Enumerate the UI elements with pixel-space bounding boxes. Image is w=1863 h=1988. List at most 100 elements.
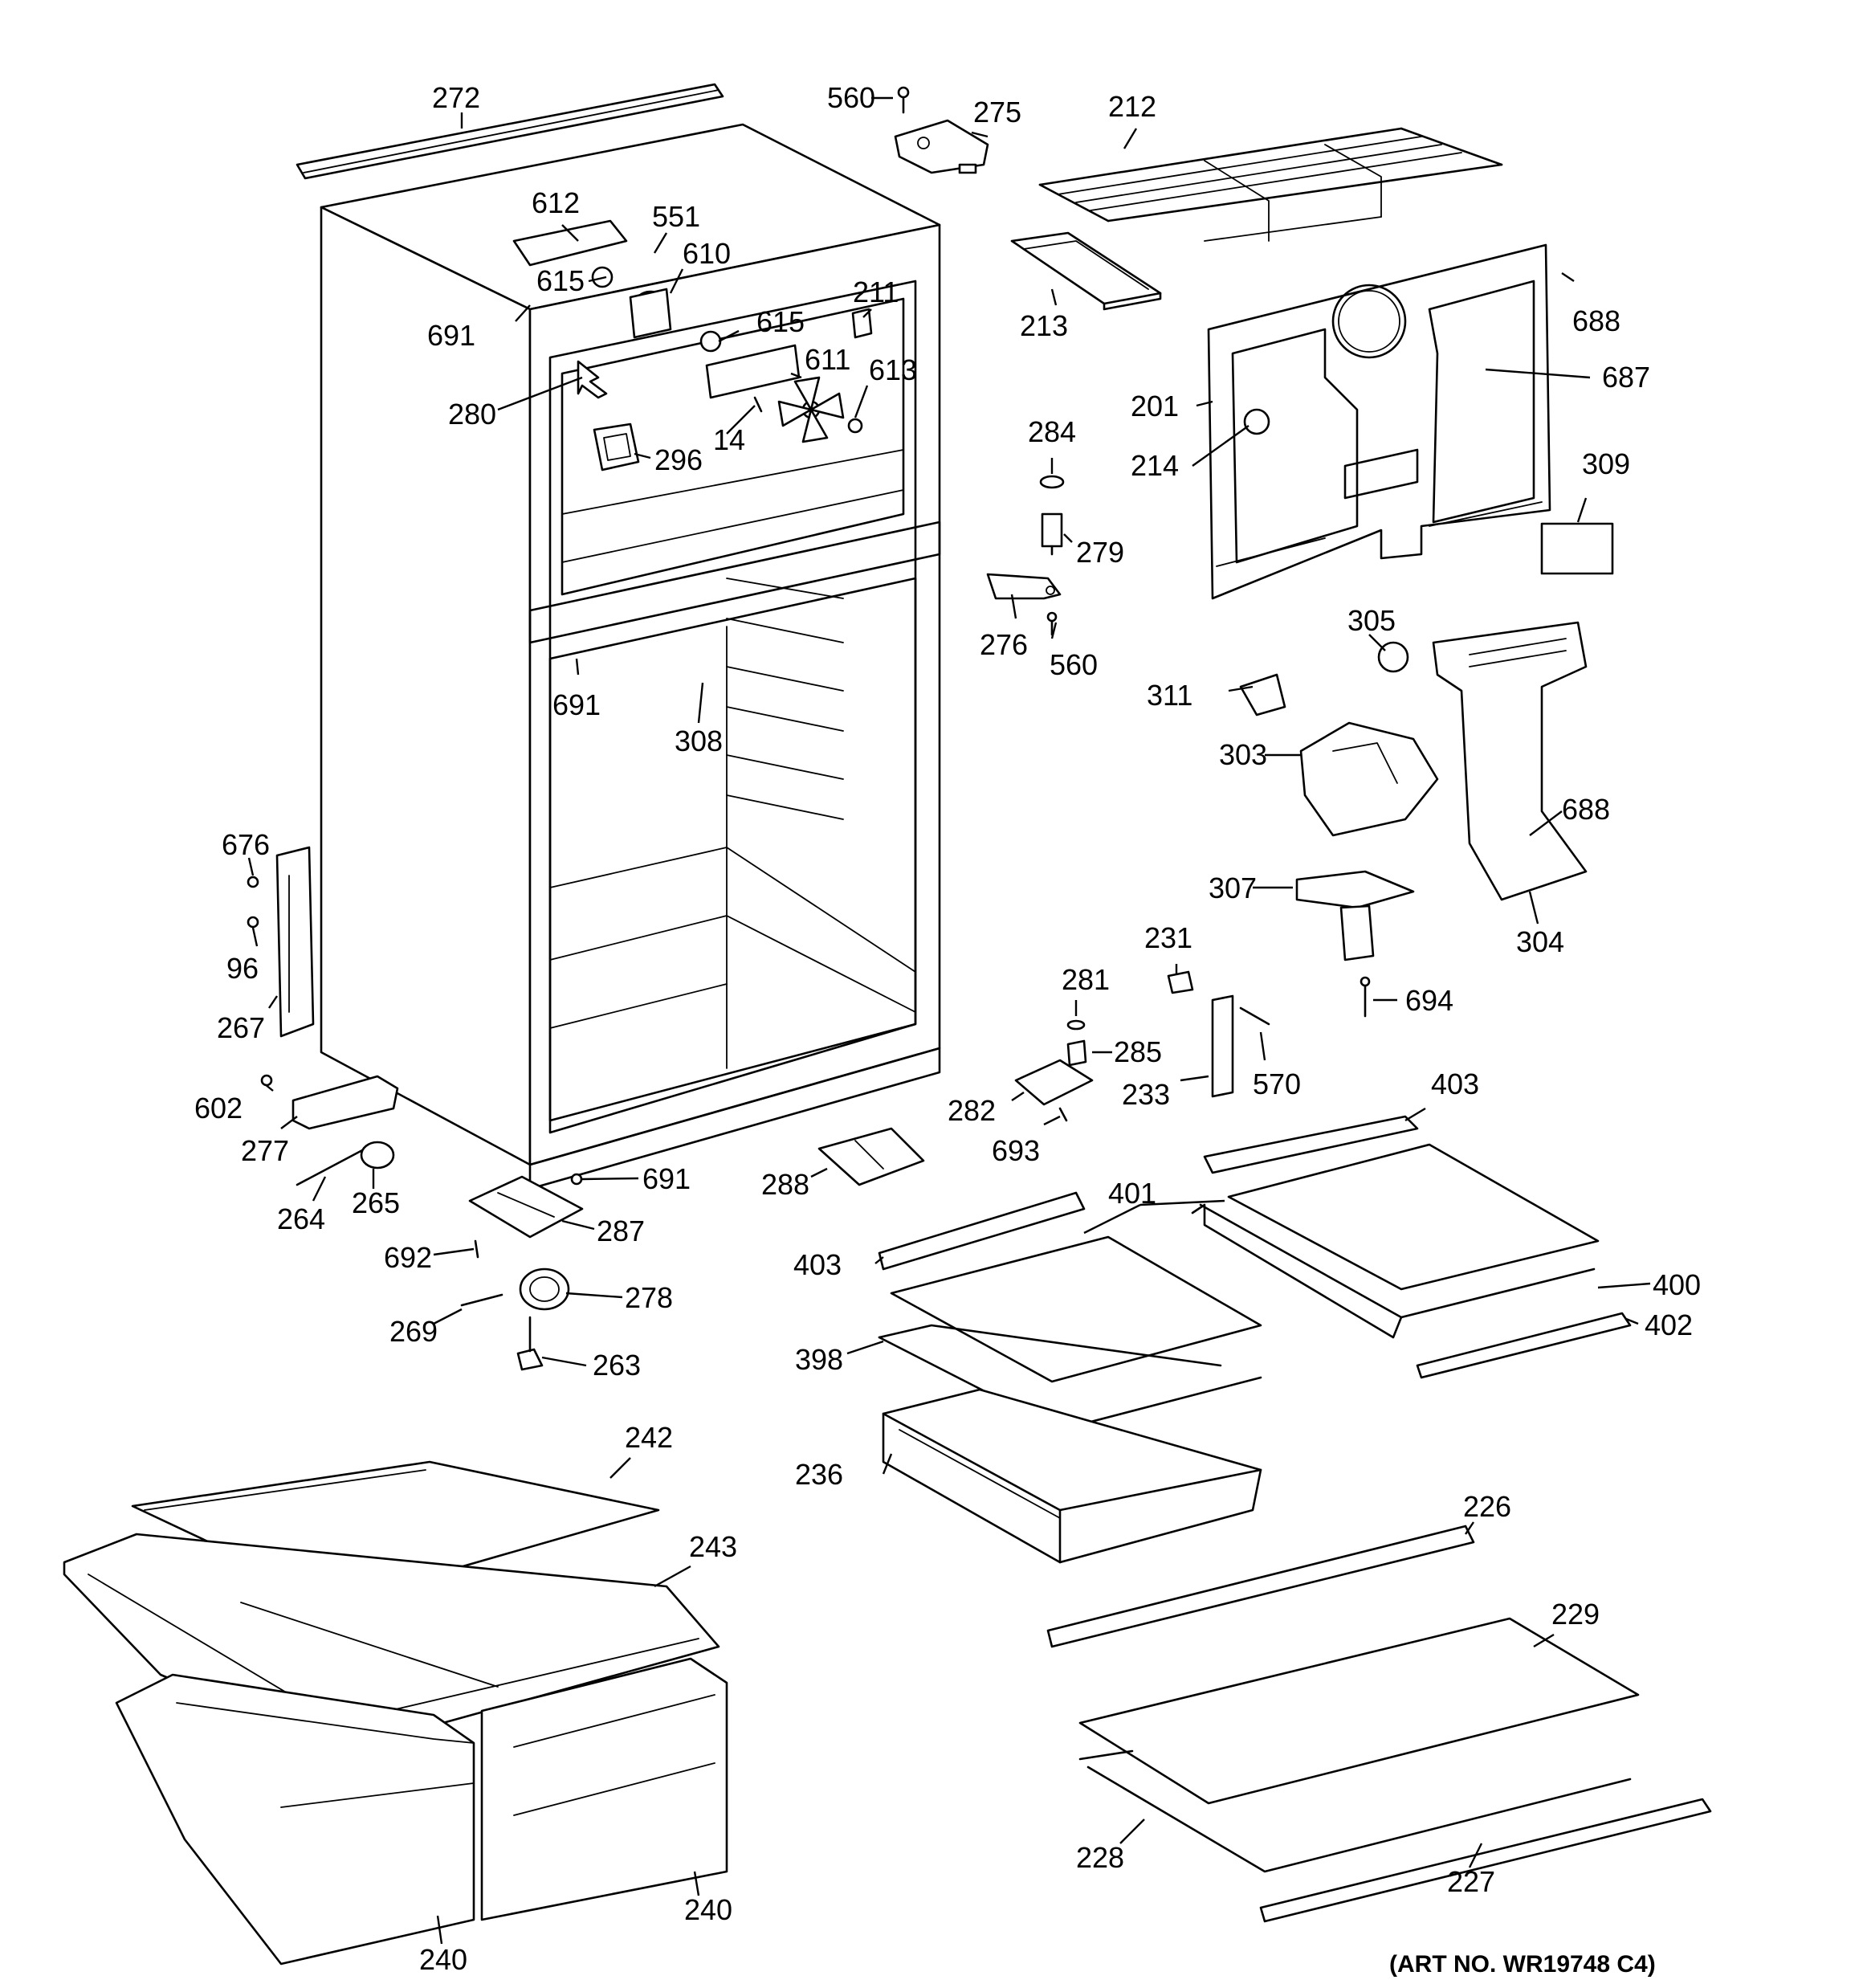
- label-688a: 688: [1572, 304, 1620, 337]
- part-309-label: [1540, 522, 1614, 575]
- label-277: 277: [241, 1134, 289, 1167]
- part-240-bin-left: [115, 1673, 475, 1966]
- part-213-ice-tray: [1010, 231, 1162, 311]
- label-570: 570: [1253, 1067, 1301, 1100]
- label-263: 263: [593, 1349, 641, 1382]
- label-96: 96: [226, 952, 259, 985]
- label-226: 226: [1463, 1490, 1511, 1523]
- label-233: 233: [1122, 1078, 1170, 1111]
- label-280: 280: [448, 398, 496, 431]
- label-691c: 691: [642, 1162, 691, 1195]
- label-229: 229: [1551, 1598, 1600, 1631]
- label-240a: 240: [684, 1893, 732, 1926]
- label-214: 214: [1131, 449, 1179, 482]
- part-400-shelf: [1191, 1143, 1600, 1339]
- label-694: 694: [1405, 984, 1453, 1017]
- label-281: 281: [1062, 963, 1110, 996]
- part-264-265: [296, 1141, 395, 1186]
- label-236: 236: [795, 1458, 843, 1491]
- part-307: [1295, 870, 1415, 961]
- label-288: 288: [761, 1168, 809, 1201]
- label-267: 267: [217, 1011, 265, 1044]
- label-272: 272: [432, 81, 480, 114]
- cabinet: [320, 123, 941, 1190]
- part-272-top-trim: [296, 83, 724, 180]
- bottom-hardware: [460, 1173, 584, 1371]
- label-691b: 691: [552, 688, 601, 721]
- part-267-side-trim: [247, 846, 315, 1038]
- label-613: 613: [869, 353, 917, 386]
- label-311: 311: [1147, 679, 1192, 712]
- part-229-glass-shelf: [1078, 1617, 1640, 1805]
- label-228: 228: [1076, 1841, 1124, 1874]
- label-560a: 560: [827, 81, 875, 114]
- label-211: 211: [853, 276, 899, 308]
- label-551: 551: [652, 200, 700, 233]
- label-265: 265: [352, 1186, 400, 1219]
- label-403b: 403: [793, 1248, 842, 1281]
- part-304-air-duct: [1432, 621, 1588, 901]
- part-201-rear-panel: [1207, 243, 1551, 600]
- label-615b: 615: [756, 305, 805, 338]
- label-242: 242: [625, 1421, 673, 1454]
- part-236-crisper: [882, 1388, 1262, 1564]
- part-403-front-trim-b: [878, 1191, 1086, 1271]
- label-279: 279: [1076, 536, 1124, 569]
- fan-blade-icon: [777, 376, 845, 443]
- misc-fittings: [1014, 970, 1371, 1122]
- art-number: (ART NO. WR19748 C4): [1389, 1951, 1656, 1978]
- label-403a: 403: [1431, 1067, 1479, 1100]
- label-285: 285: [1114, 1035, 1162, 1068]
- label-303: 303: [1219, 738, 1267, 771]
- label-676: 676: [222, 828, 270, 861]
- part-276-bracket: [986, 573, 1062, 636]
- label-213: 213: [1020, 309, 1068, 342]
- label-615a: 615: [536, 264, 585, 297]
- label-227: 227: [1447, 1865, 1495, 1898]
- label-269: 269: [389, 1315, 438, 1348]
- label-282: 282: [948, 1094, 996, 1127]
- label-276: 276: [980, 628, 1028, 661]
- part-398-shelf: [878, 1235, 1262, 1431]
- part-275-hinge: [894, 86, 989, 174]
- label-305: 305: [1347, 604, 1396, 637]
- leader-lines: [247, 96, 1651, 1945]
- label-691a: 691: [427, 319, 475, 352]
- part-240-bin-right: [480, 1657, 728, 1921]
- label-201: 201: [1131, 390, 1179, 423]
- label-284: 284: [1028, 415, 1076, 448]
- label-240b: 240: [419, 1943, 467, 1976]
- label-264: 264: [277, 1202, 325, 1235]
- part-212-wire-shelf: [1038, 127, 1503, 242]
- label-693: 693: [992, 1134, 1040, 1167]
- label-602: 602: [194, 1092, 243, 1125]
- label-278: 278: [625, 1281, 673, 1314]
- label-296: 296: [654, 443, 703, 476]
- part-228-shelf-frame: [1078, 1749, 1632, 1873]
- part-227-rear-trim: [1259, 1798, 1712, 1923]
- callout-numbers: 272 560 275 212 612 551 610 615 691 211 …: [194, 81, 1701, 1976]
- label-687: 687: [1602, 361, 1650, 394]
- label-401: 401: [1108, 1177, 1156, 1210]
- part-402-rear-trim: [1416, 1312, 1632, 1379]
- part-226-shelf-trim: [1046, 1525, 1475, 1648]
- label-402: 402: [1645, 1308, 1693, 1341]
- part-284-279: [1039, 475, 1065, 556]
- part-303: [1299, 721, 1439, 837]
- label-231: 231: [1144, 921, 1192, 954]
- label-212: 212: [1108, 90, 1156, 123]
- label-560b: 560: [1050, 648, 1098, 681]
- label-275: 275: [973, 96, 1021, 129]
- label-400: 400: [1653, 1268, 1701, 1301]
- part-277-bracket: [260, 1074, 399, 1130]
- label-309: 309: [1582, 447, 1630, 480]
- label-307: 307: [1209, 872, 1257, 904]
- label-243: 243: [689, 1530, 737, 1563]
- label-308: 308: [675, 725, 723, 757]
- label-14: 14: [713, 423, 745, 456]
- label-304: 304: [1516, 925, 1564, 958]
- label-398: 398: [795, 1343, 843, 1376]
- label-612: 612: [532, 186, 580, 219]
